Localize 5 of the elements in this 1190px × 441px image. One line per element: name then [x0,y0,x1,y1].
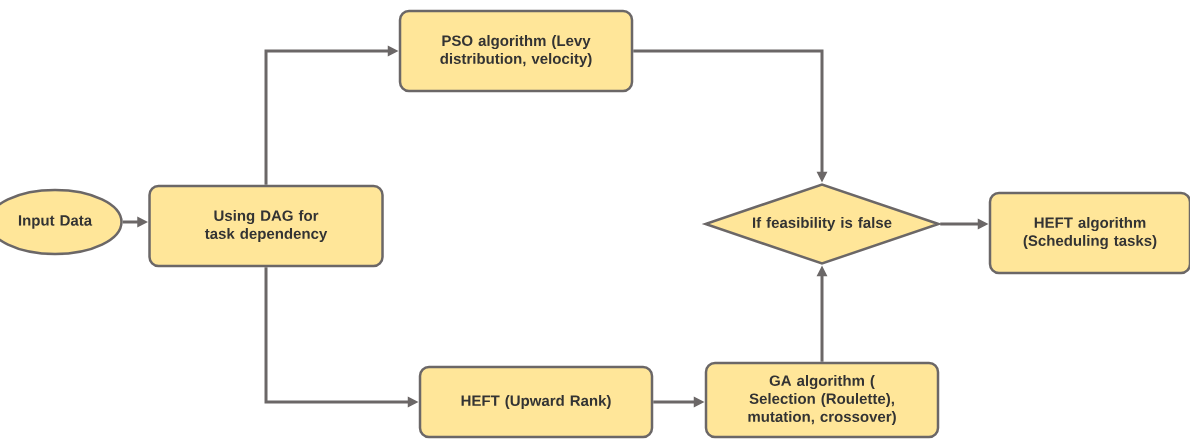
process-box: PSO algorithm (Levy distribution, velocity) [398,9,634,93]
process-box: Using DAG for task dependency [148,184,384,268]
process-box: HEFT algorithm (Scheduling tasks) [988,191,1190,275]
process-box: GA algorithm ( Selection (Roulette), mutation, crossover) [704,361,940,439]
process-box: HEFT (Upward Rank) [418,365,654,439]
